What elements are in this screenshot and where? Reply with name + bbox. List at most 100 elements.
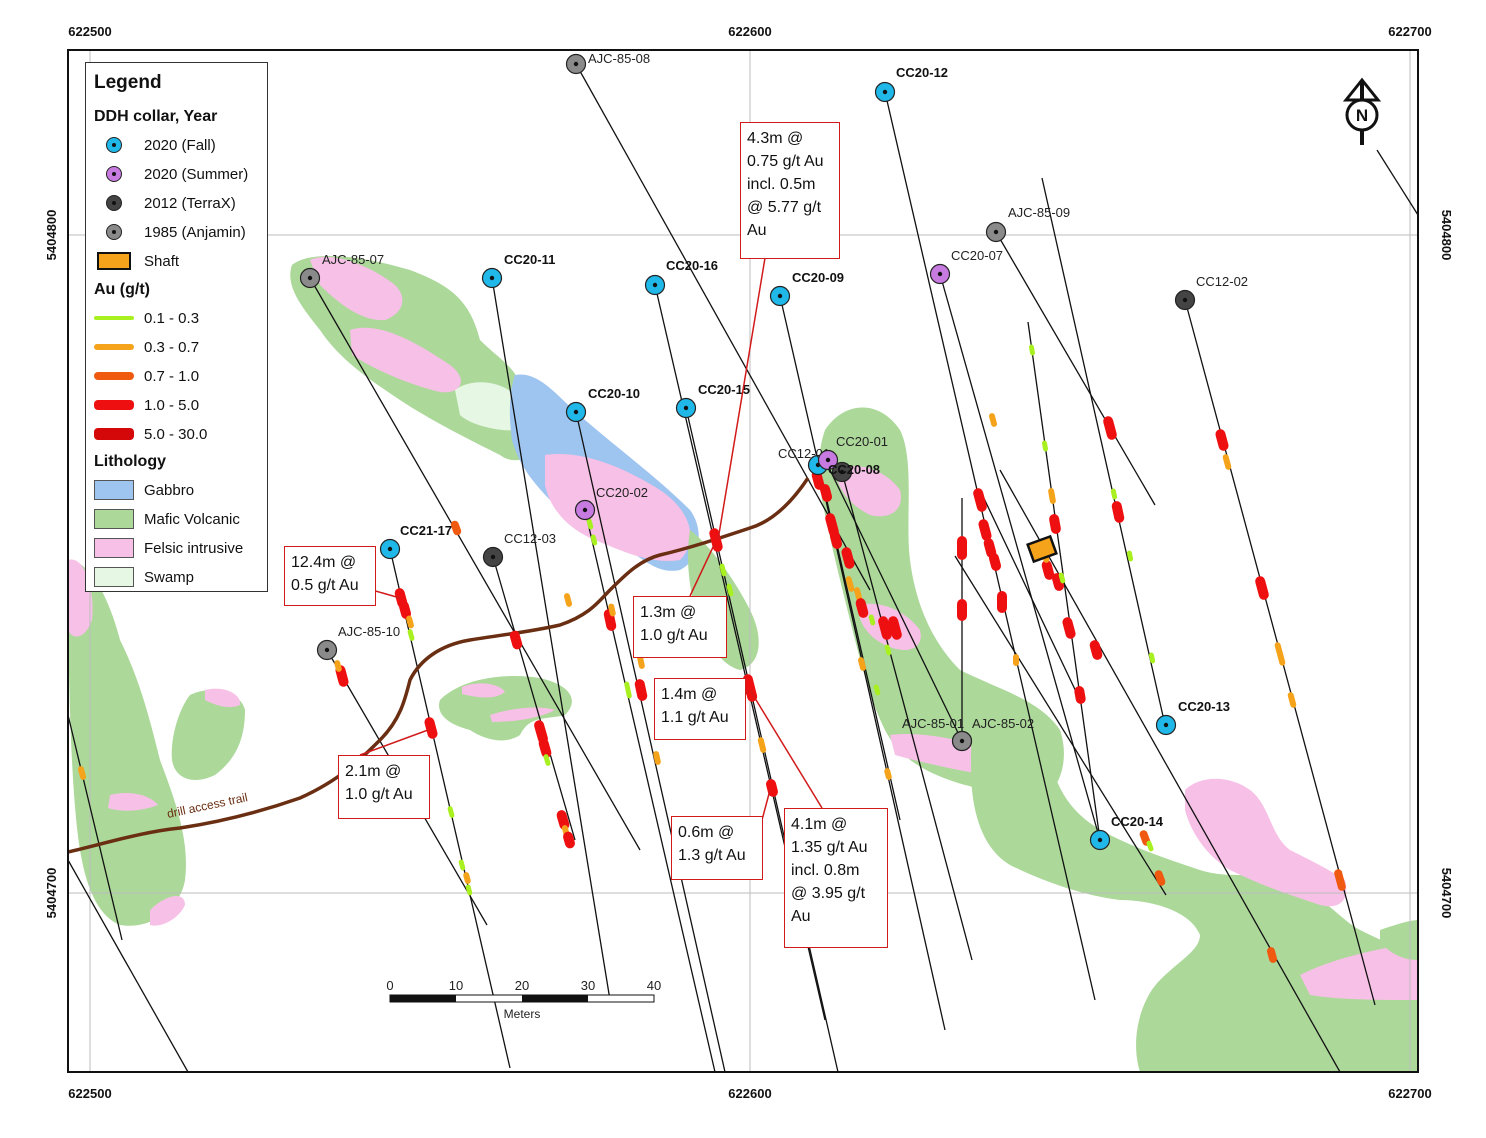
au-intercept-mark xyxy=(1111,501,1125,523)
x-label-top-2: 622600 xyxy=(728,24,771,39)
y-label-left-1: 5404800 xyxy=(44,210,59,261)
au-intercept-mark xyxy=(534,720,548,744)
collar-label: CC20-13 xyxy=(1178,699,1230,714)
au-intercept-mark xyxy=(458,859,466,871)
collar-center-dot xyxy=(652,282,658,288)
collar-center-dot xyxy=(582,507,588,513)
au-intercept-mark xyxy=(841,547,855,569)
scale-bar: 0 10 20 30 40 Meters xyxy=(386,978,661,1021)
au-intercept-mark xyxy=(586,518,594,530)
legend-collar-1985: 1985 (Anjamin) xyxy=(94,220,246,244)
au-intercept-mark xyxy=(884,768,892,780)
au-intercept-mark xyxy=(884,644,892,656)
legend-litho-mafic: Mafic Volcanic xyxy=(94,507,240,531)
collar-label: CC20-15 xyxy=(698,382,750,397)
callout-box: 4.1m @ 1.35 g/t Au incl. 0.8m @ 3.95 g/t… xyxy=(784,808,888,948)
north-arrow: N xyxy=(1342,77,1382,145)
au-intercept-mark xyxy=(463,872,471,884)
scale-unit: Meters xyxy=(504,1007,541,1021)
au-intercept-mark xyxy=(1222,454,1232,470)
collar-center-dot xyxy=(777,293,783,299)
map-frame xyxy=(67,49,1419,1073)
collar-label: CC20-09 xyxy=(792,270,844,285)
x-label-top-3: 622700 xyxy=(1388,24,1431,39)
au-intercept-mark xyxy=(1041,440,1049,452)
au-intercept-mark xyxy=(424,717,438,739)
callout-box: 12.4m @ 0.5 g/t Au xyxy=(284,546,376,606)
collar-center-dot xyxy=(937,271,943,277)
scale-tick-0: 0 xyxy=(386,978,393,993)
au-1.0-5.0-swatch xyxy=(94,400,134,410)
collar-center-dot xyxy=(573,409,579,415)
shaft-icon xyxy=(97,252,131,270)
legend-au-2: 0.3 - 0.7 xyxy=(94,335,199,359)
au-intercept-mark xyxy=(1110,488,1118,500)
au-intercept-mark xyxy=(1266,947,1278,963)
au-intercept-mark xyxy=(853,587,863,601)
legend-litho-gabbro: Gabbro xyxy=(94,478,194,502)
legend-litho-header: Lithology xyxy=(94,453,166,470)
shaft-marker xyxy=(1026,534,1058,564)
au-intercept-mark xyxy=(888,616,902,640)
collar-center-dot xyxy=(683,405,689,411)
legend-au-1: 0.1 - 0.3 xyxy=(94,306,199,330)
au-intercept-mark xyxy=(543,754,551,766)
au-intercept-mark xyxy=(1139,830,1151,846)
au-intercept-mark xyxy=(563,593,573,607)
collar-label: CC20-11 xyxy=(504,252,555,267)
collar-label: CC12-02 xyxy=(1196,274,1248,289)
au-intercept-mark xyxy=(407,629,415,641)
felsic-intrusive-polygon xyxy=(490,707,555,722)
collar-label: AJC-85-08 xyxy=(588,51,650,66)
callout-box: 0.6m @ 1.3 g/t Au xyxy=(671,816,763,880)
callout-box: 1.3m @ 1.0 g/t Au xyxy=(633,596,727,658)
au-0.7-1.0-swatch xyxy=(94,372,134,380)
au-intercept-mark xyxy=(1089,640,1103,660)
au-intercept-mark xyxy=(1274,642,1286,666)
legend-au-header: Au (g/t) xyxy=(94,281,150,298)
au-intercept-mark xyxy=(563,831,575,849)
au-intercept-mark xyxy=(334,660,342,672)
collar-label: CC12-01 xyxy=(778,446,830,461)
au-intercept-mark xyxy=(857,657,867,671)
au-intercept-mark xyxy=(1103,416,1117,440)
legend-au-3: 0.7 - 1.0 xyxy=(94,364,199,388)
au-intercept-mark xyxy=(1215,429,1229,451)
au-intercept-mark xyxy=(868,614,876,626)
x-label-top-1: 622500 xyxy=(68,24,111,39)
au-intercept-mark xyxy=(825,513,839,537)
au-intercept-mark xyxy=(726,583,734,597)
collar-center-dot xyxy=(490,554,496,560)
collar-center-dot xyxy=(573,61,579,67)
legend-au-5: 5.0 - 30.0 xyxy=(94,422,207,446)
collar-center-dot xyxy=(1182,297,1188,303)
north-label: N xyxy=(1356,106,1368,125)
au-intercept-mark xyxy=(394,588,408,608)
y-label-left-2: 5404700 xyxy=(44,868,59,919)
au-intercept-mark xyxy=(1058,572,1066,584)
collar-label: CC20-10 xyxy=(588,386,640,401)
swamp-polygon xyxy=(455,382,515,431)
drill-access-trail xyxy=(68,477,810,854)
x-label-bottom-3: 622700 xyxy=(1388,1086,1431,1101)
collar-center-dot xyxy=(489,275,495,281)
collar-1985-icon xyxy=(106,224,122,240)
legend-litho-swamp: Swamp xyxy=(94,565,194,589)
legend-au-4: 1.0 - 5.0 xyxy=(94,393,199,417)
felsic-intrusive-polygon xyxy=(150,895,185,926)
legend-title: Legend xyxy=(94,72,162,93)
felsic-intrusive-polygon xyxy=(310,256,403,321)
au-intercept-mark xyxy=(988,413,998,427)
collar-label: CC21-17 xyxy=(400,523,452,538)
au-intercept-mark xyxy=(873,684,881,696)
au-intercept-mark xyxy=(766,779,778,797)
au-intercept-mark xyxy=(742,674,758,702)
au-intercept-mark xyxy=(983,538,997,558)
au-intercept-mark xyxy=(447,806,455,818)
au-intercepts-layer xyxy=(77,344,1346,963)
collar-center-dot xyxy=(307,275,313,281)
au-intercept-mark xyxy=(406,615,414,629)
gabbro-swatch xyxy=(94,480,134,500)
felsic-intrusive-polygon xyxy=(835,466,901,517)
